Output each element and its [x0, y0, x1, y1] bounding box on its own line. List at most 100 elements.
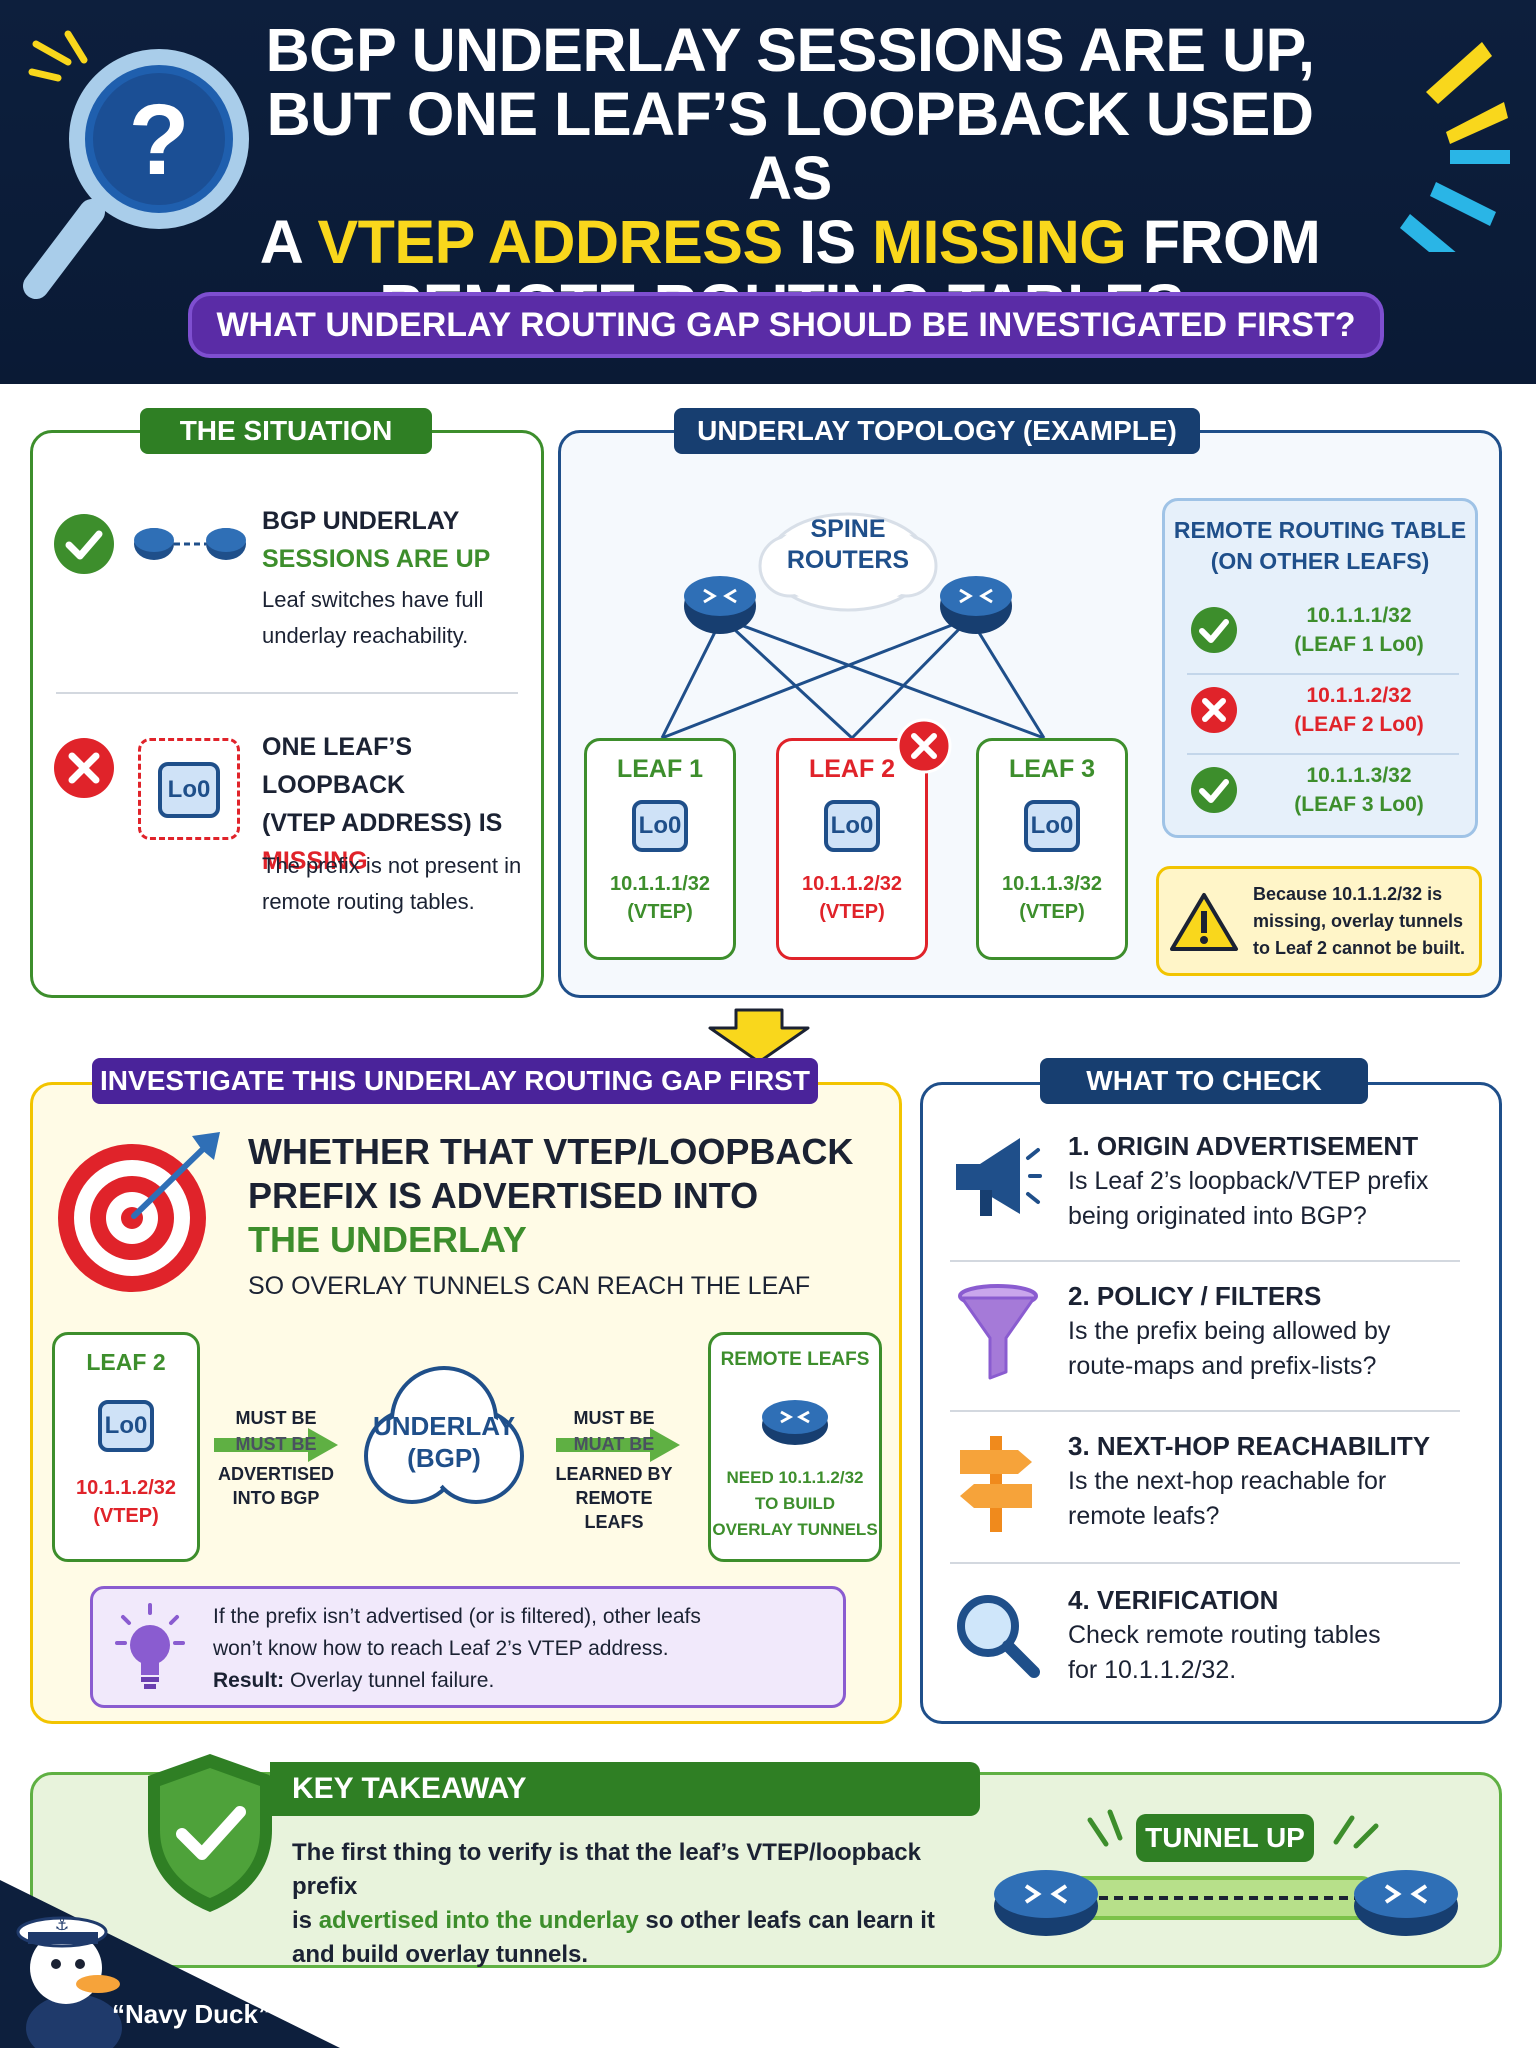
x-circle-icon — [54, 738, 114, 798]
rt-entry: 10.1.1.3/32(LEAF 3 Lo0) — [1261, 761, 1457, 819]
takeaway-line: is advertised into the underlay so other… — [292, 1904, 992, 1938]
headline-highlight-vtep: VTEP ADDRESS — [317, 208, 783, 276]
leaf-ip: 10.1.1.3/32 — [1001, 873, 1103, 895]
flow-leaf-2-box: LEAF 2 Lo0 10.1.1.2/32 (VTEP) — [52, 1332, 200, 1562]
leaf-1-box: LEAF 1 Lo0 10.1.1.1/32 (VTEP) — [584, 738, 736, 960]
leaf-title: LEAF 2 — [86, 1349, 166, 1375]
flow-label-line: LEARNED BY — [555, 1464, 673, 1484]
warning-line: Because 10.1.1.2/32 is — [1253, 881, 1479, 908]
mascot-corner: ⚓ — [0, 1880, 340, 2048]
check-desc: being originated into BGP? — [1068, 1202, 1367, 1230]
impact-note: If the prefix isn’t advertised (or is fi… — [90, 1586, 846, 1708]
leaf-title: LEAF 2 — [808, 755, 896, 783]
situation-item-1-title: BGP UNDERLAY SESSIONS ARE UP — [262, 502, 532, 578]
title-line: BGP UNDERLAY — [262, 507, 460, 535]
check-title: 2. POLICY / FILTERS — [1068, 1281, 1322, 1311]
check-desc: route-maps and prefix-lists? — [1068, 1352, 1377, 1380]
right-arrow-icon — [214, 1428, 338, 1462]
topology-tab: UNDERLAY TOPOLOGY (EXAMPLE) — [674, 408, 1200, 454]
svg-text:?: ? — [128, 84, 189, 196]
headline: BGP UNDERLAY SESSIONS ARE UP, BUT ONE LE… — [250, 18, 1330, 338]
rt-title-line: REMOTE ROUTING TABLE — [1173, 517, 1467, 543]
investigation-question: WHAT UNDERLAY ROUTING GAP SHOULD BE INVE… — [188, 292, 1384, 358]
remote-routing-table: REMOTE ROUTING TABLE (ON OTHER LEAFS) 10… — [1162, 498, 1478, 838]
takeaway-highlight: advertised into the underlay — [318, 1907, 639, 1934]
rt-row: 10.1.1.1/32 (LEAF 1 Lo0) — [1165, 591, 1475, 671]
leaf-role: (VTEP) — [627, 901, 693, 923]
rt-prefix: 10.1.1.1/32 — [1306, 604, 1412, 627]
underlay-cloud-label: UNDERLAY (BGP) — [360, 1410, 528, 1474]
takeaway-line: and build overlay tunnels. — [292, 1941, 589, 1968]
situation-tab: THE SITUATION — [140, 408, 432, 454]
note-result-label: Result: — [213, 1669, 285, 1692]
flow-label-line: ADVERTISED — [217, 1464, 334, 1484]
headline-line: WHETHER THAT VTEP/LOOPBACK — [248, 1131, 854, 1172]
leaf-role: (VTEP) — [819, 901, 885, 923]
leaf-ip: 10.1.1.1/32 — [609, 873, 711, 895]
situation-item-2-desc: The prefix is not present in remote rout… — [262, 848, 542, 920]
situation-panel — [30, 430, 544, 998]
lightbulb-icon — [115, 1603, 185, 1689]
remote-leafs-desc: NEED 10.1.1.2/32 TO BUILD OVERLAY TUNNEL… — [711, 1465, 879, 1543]
investigate-sub: SO OVERLAY TUNNELS CAN REACH THE LEAF — [248, 1272, 811, 1300]
rt-row: 10.1.1.2/32(LEAF 2 Lo0) — [1165, 671, 1475, 751]
remote-leafs-title: REMOTE LEAFS — [720, 1349, 870, 1370]
takeaway-line: The first thing to verify is that the le… — [292, 1839, 921, 1900]
right-arrow-icon — [556, 1428, 680, 1462]
flow-arrow-2-top: MUST BE — [573, 1408, 655, 1428]
topology-diagram — [660, 512, 1046, 740]
megaphone-icon — [956, 1138, 1042, 1216]
rt-title-line: (ON OTHER LEAFS) — [1210, 548, 1430, 574]
flow-arrow-2-ghost: MUAT BE — [573, 1434, 655, 1454]
impact-note-text: If the prefix isn’t advertised (or is fi… — [213, 1601, 843, 1697]
note-line: won’t know how to reach Leaf 2’s VTEP ad… — [213, 1637, 669, 1660]
x-circle-icon — [896, 718, 952, 774]
rt-prefix: 10.1.1.3/32 — [1306, 764, 1412, 787]
remote-desc-line: OVERLAY TUNNELS — [712, 1520, 878, 1539]
remote-leafs-box: REMOTE LEAFS NEED 10.1.1.2/32 TO BUILD O… — [708, 1332, 882, 1562]
headline-line-1: BGP UNDERLAY SESSIONS ARE UP, — [265, 16, 1315, 84]
warning-text: Because 10.1.1.2/32 is missing, overlay … — [1253, 881, 1479, 962]
leaf-2-box: LEAF 2 Lo0 10.1.1.2/32 (VTEP) — [776, 738, 928, 960]
topology-links — [660, 616, 1046, 740]
flow-arrow-2-label: LEARNED BY REMOTE LEAFS — [544, 1462, 684, 1534]
check-title: 4. VERIFICATION — [1068, 1585, 1279, 1615]
funnel-icon — [958, 1284, 1038, 1380]
shield-check-icon — [148, 1754, 272, 1912]
svg-text:⚓: ⚓ — [55, 1915, 69, 1934]
flow-arrow-1-ghost: MUST BE — [235, 1434, 317, 1454]
desc-line: The prefix is not present in — [262, 853, 522, 878]
loopback-icon: Lo0 — [158, 762, 220, 818]
takeaway-tab: KEY TAKEAWAY — [292, 1772, 527, 1805]
x-circle-icon — [1191, 687, 1237, 733]
leaf-role: (VTEP) — [1019, 901, 1085, 923]
leaf-3-box: LEAF 3 Lo0 10.1.1.3/32 (VTEP) — [976, 738, 1128, 960]
warning-prefix: 10.1.1.2/32 — [1332, 884, 1423, 904]
headline-line-2: BUT ONE LEAF’S LOOPBACK USED AS — [266, 80, 1314, 212]
takeaway-text-part: is — [292, 1907, 319, 1934]
check-desc: for 10.1.1.2/32. — [1068, 1656, 1237, 1684]
takeaway-text: The first thing to verify is that the le… — [292, 1836, 992, 1972]
magnifier-icon — [957, 1595, 1040, 1678]
check-desc: Check remote routing tables — [1068, 1621, 1381, 1649]
title-line-red: MISSING — [262, 847, 368, 875]
leaf-ip: 10.1.1.2/32 — [801, 873, 903, 895]
flow-arrow-1-top: MUST BE — [235, 1408, 317, 1428]
rt-title: REMOTE ROUTING TABLE (ON OTHER LEAFS) — [1165, 515, 1475, 577]
flow-arrow-1-label: ADVERTISED INTO BGP — [208, 1462, 344, 1510]
tunnel-diagram — [994, 1809, 1458, 1936]
takeaway-tab-bg — [270, 1762, 980, 1816]
router-pair-icon — [134, 528, 246, 560]
headline-text: IS — [782, 208, 873, 276]
down-arrow-icon — [708, 1008, 810, 1064]
missing-loopback-frame — [138, 738, 240, 840]
loopback-icon: Lo0 — [824, 800, 880, 852]
mascot-name: “Navy Duck” — [112, 1999, 271, 2029]
rt-entry: 10.1.1.1/32 (LEAF 1 Lo0) — [1261, 601, 1457, 659]
investigate-tab: INVESTIGATE THIS UNDERLAY ROUTING GAP FI… — [92, 1058, 818, 1104]
check-item-1: 1. ORIGIN ADVERTISEMENT Is Leaf 2’s loop… — [1068, 1128, 1488, 1234]
remote-desc-line: TO BUILD — [755, 1494, 835, 1513]
divider — [1187, 753, 1459, 755]
rt-prefix: 10.1.1.2/32 — [1306, 684, 1412, 707]
rt-note: (LEAF 1 Lo0) — [1294, 633, 1424, 656]
